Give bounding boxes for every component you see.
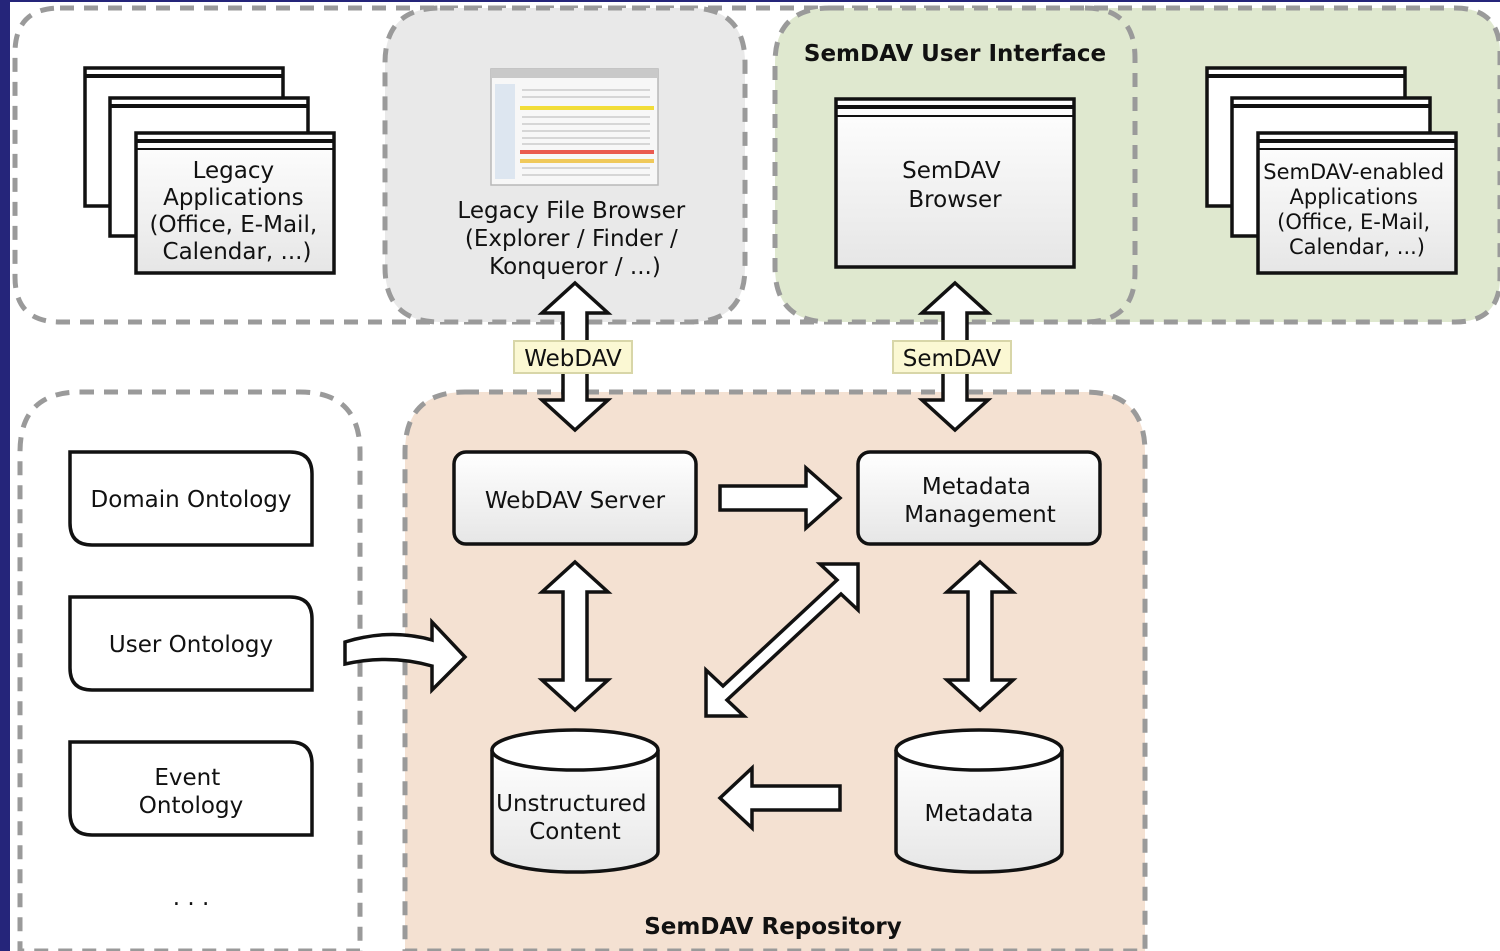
domain-ontology-box <box>68 450 314 547</box>
server-content-double-arrow <box>537 559 613 713</box>
more-ontologies-ellipsis: . . . <box>173 885 210 911</box>
event-ontology-label: Event Ontology <box>139 765 243 819</box>
metadata-cylinder <box>894 728 1064 874</box>
unstructured-content-label: Unstructured Content <box>496 791 654 845</box>
domain-ontology-label: Domain Ontology <box>90 487 291 513</box>
user-ontology-box <box>68 595 314 692</box>
legacy-applications-stack <box>83 66 336 275</box>
server-to-metadata-arrow <box>718 464 843 532</box>
semdav-ui-inner-divider <box>1084 5 1138 325</box>
event-ontology-box <box>68 740 314 837</box>
unstructured-content-cylinder <box>490 728 660 874</box>
legacy-applications-label: Legacy Applications (Office, E-Mail, Cal… <box>150 158 325 265</box>
management-metadata-double-arrow <box>942 559 1018 713</box>
semdav-ui-title: SemDAV User Interface <box>804 41 1106 67</box>
ontologies-group <box>17 389 363 951</box>
semdav-protocol-label: SemDAV <box>903 346 1002 372</box>
webdav-server-label: WebDAV Server <box>485 488 666 514</box>
file-browser-screenshot-thumbnail <box>490 68 659 186</box>
user-ontology-label: User Ontology <box>109 632 273 658</box>
semdav-enabled-applications-stack <box>1205 66 1458 275</box>
metadata-management-box <box>856 450 1102 546</box>
legacy-clients-group <box>12 5 1003 325</box>
semdav-browser-label: SemDAV Browser <box>902 158 1008 213</box>
semdav-repository-title: SemDAV Repository <box>644 914 902 940</box>
legacy-file-browser-label: Legacy File Browser (Explorer / Finder /… <box>457 198 692 280</box>
semdav-browser-window <box>834 97 1076 269</box>
webdav-server-box <box>452 450 698 546</box>
semdav-protocol-badge <box>892 340 1012 374</box>
ontologies-to-repository-arrow <box>343 617 468 695</box>
webdav-protocol-label: WebDAV <box>524 346 622 372</box>
webdav-protocol-badge <box>513 340 633 374</box>
content-management-diagonal-arrow <box>704 562 860 718</box>
metadata-label: Metadata <box>925 801 1034 827</box>
metadata-to-content-arrow <box>717 763 842 833</box>
metadata-management-label: Metadata Management <box>904 474 1056 528</box>
semdav-enabled-applications-label: SemDAV-enabled Applications (Office, E-M… <box>1263 160 1450 259</box>
